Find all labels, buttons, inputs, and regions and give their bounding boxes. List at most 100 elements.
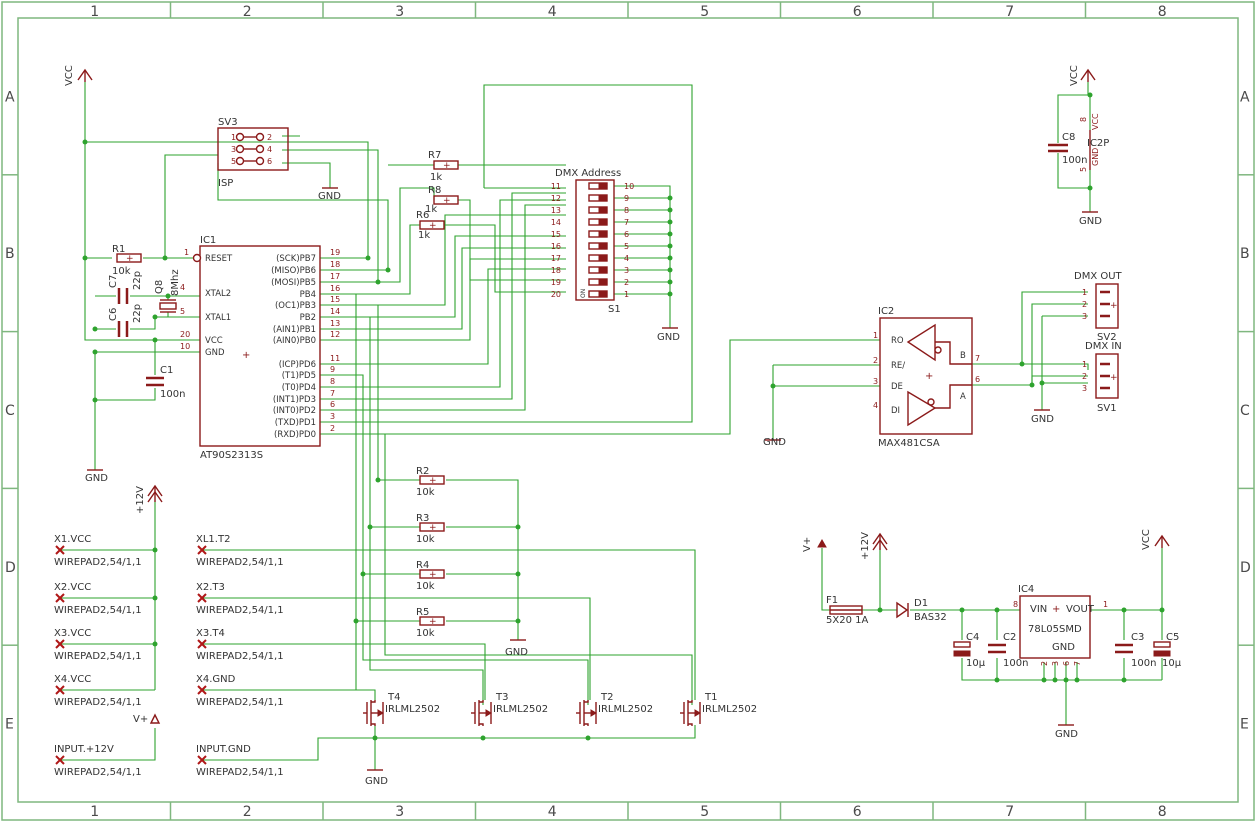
s1-pin-number: 10 [624,182,634,191]
ic1-pin-number: 7 [330,389,335,398]
svg-text:SV1: SV1 [1097,403,1117,414]
s1-pin-number: 17 [551,254,561,263]
vplus-arrow-icon: V+ [802,537,827,552]
sv1-dmx-in-header: DMX IN SV1 123+ [1082,341,1122,414]
svg-text:VOUT: VOUT [1066,604,1095,615]
capacitor-c3: C3 100n [1115,632,1156,669]
ic1-pin-number: 12 [330,330,340,339]
frame-col-label: 6 [853,4,862,20]
frame-row-label: D [1240,560,1251,576]
ic1-pin-number: 4 [180,283,185,292]
ic1-pin-number: 8 [330,377,335,386]
resistor-value: 10k [112,266,131,277]
capacitor-c2: C2 100n [988,632,1028,669]
wirepads-right: XL1.T2WIREPAD2,54/1,1X2.T3WIREPAD2,54/1,… [196,534,284,778]
resistor-name: R7 [428,150,441,161]
transistors: T4IRLML2502T3IRLML2502T2IRLML2502T1IRLML… [363,692,757,726]
svg-text:SV2: SV2 [1097,332,1117,343]
s1-pin-number: 12 [551,194,561,203]
svg-text:5X20 1A: 5X20 1A [826,615,868,626]
svg-text:+: + [429,570,437,580]
ic2-pin-number: 4 [873,401,878,410]
s1-pin-number: 3 [624,266,629,275]
wirepad-value: WIREPAD2,54/1,1 [196,697,284,708]
svg-text:+: + [429,476,437,486]
wirepad-name: X1.VCC [54,534,91,545]
ic4-pin-number: 7 [1073,661,1082,666]
mosfet-name: T3 [495,692,508,703]
sv2-pin-number: 2 [1082,300,1087,309]
frame-col-label: 4 [548,4,557,20]
svg-text:F1: F1 [826,595,838,606]
svg-text:+: + [429,221,437,231]
frame-col-label: 1 [90,4,99,20]
svg-text:5: 5 [1079,167,1088,172]
ic1-pin-number: 11 [330,354,340,363]
sv1-pin-number: 1 [1082,360,1087,369]
svg-text:+: + [443,196,451,206]
dip-switch-toggle [588,194,608,202]
sv2-pin-number: 1 [1082,288,1087,297]
ic1-pin-label: RESET [205,254,233,264]
svg-text:AT90S2313S: AT90S2313S [200,450,263,461]
frame-col-label: 2 [243,804,252,820]
svg-text:10µ: 10µ [1162,658,1182,669]
dip-switch-toggle [588,266,608,274]
svg-text:GND: GND [1055,729,1078,740]
resistor-name: R5 [416,607,429,618]
svg-text:C5: C5 [1166,632,1179,643]
plus12v-arrow-icon: +12V [860,532,888,560]
dip-switch-toggle [588,290,608,298]
sv2-pin-number: 3 [1082,312,1087,321]
svg-text:GND: GND [318,191,341,202]
frame-row-label: A [1240,89,1250,105]
dip-switch-toggle [588,254,608,262]
junction-dots [82,92,1165,741]
svg-text:V+: V+ [802,537,813,552]
wirepad-value: WIREPAD2,54/1,1 [196,605,284,616]
ic1-pin-number: 15 [330,295,340,304]
svg-text:+: + [1052,604,1060,615]
frame-col-label: 6 [853,804,862,820]
resistor-name: R3 [416,513,429,524]
ic2-pin-label: A [960,392,966,402]
svg-text:VCC: VCC [1141,529,1152,550]
frame-row-label: E [5,717,14,733]
svg-text:BAS32: BAS32 [914,612,947,623]
resistor-value: 10k [416,628,435,639]
ic1-pin-number: 19 [330,248,340,257]
ic1-pin-number: 13 [330,319,340,328]
fuse-f1: F1 5X20 1A [826,595,868,626]
sv1-pin-number: 3 [1082,384,1087,393]
resistor-value: 1k [430,172,442,183]
wirepad-name: INPUT.GND [196,744,251,755]
ic1-pin-number: 3 [330,412,335,421]
diode-d1: D1 BAS32 [896,598,947,623]
svg-text:C6: C6 [108,308,119,321]
resistor-name: R8 [428,185,441,196]
frame-col-label: 5 [700,4,709,20]
gnd-symbol-icon: GND [763,437,786,448]
resistor-name: R4 [416,560,429,571]
capacitor-c8: C8 100n [1048,132,1087,166]
wirepad-value: WIREPAD2,54/1,1 [54,557,142,568]
svg-text:VCC: VCC [1069,65,1080,86]
ic2-pin-number: 1 [873,331,878,340]
ic1-pin-label: (T1)PD5 [282,371,316,381]
svg-text:100n: 100n [1131,658,1156,669]
svg-text:+12V: +12V [135,486,146,514]
frame-col-label: 1 [90,804,99,820]
ic2-pin-number: 3 [873,377,878,386]
dip-switch-toggle [588,218,608,226]
wirepad-name: XL1.T2 [196,534,230,545]
frame-col-label: 4 [548,804,557,820]
ic2-pin-label: DE [891,382,903,392]
